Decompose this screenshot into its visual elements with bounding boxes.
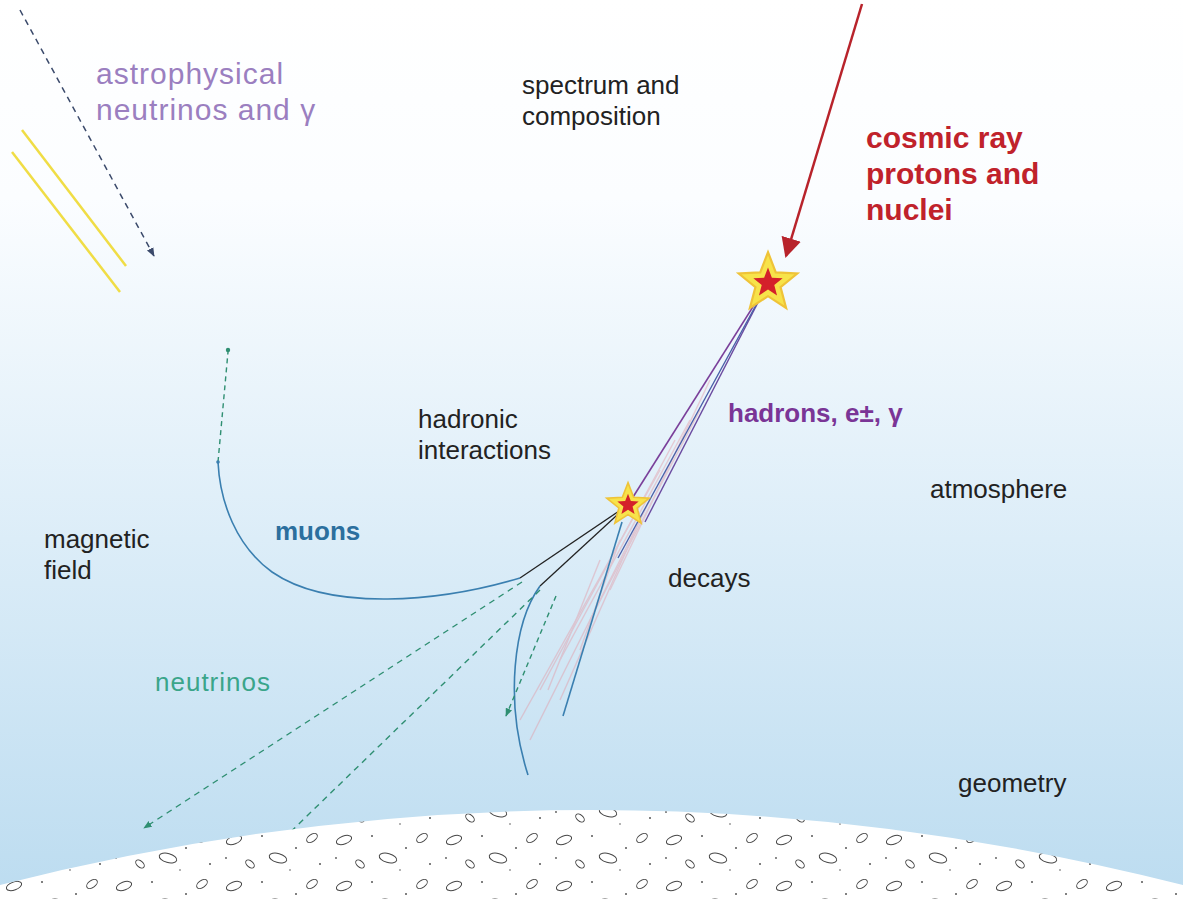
hadron-track <box>628 283 768 505</box>
particle-label: hadrons, e±, γ <box>728 398 988 429</box>
neutrino-line <box>506 596 556 716</box>
gamma-ray-line <box>12 152 120 292</box>
star-inner <box>753 268 782 296</box>
shower-streak <box>560 420 690 660</box>
neutrino-line <box>274 590 540 848</box>
earth-texture <box>0 810 1183 899</box>
shower-streak <box>548 560 600 690</box>
pion-track <box>520 505 628 578</box>
topic-label: decays <box>668 563 808 594</box>
star-inner <box>617 494 638 514</box>
particle-label: neutrinos <box>155 667 315 698</box>
region-label: atmosphere <box>930 474 1130 505</box>
topic-label: geometry <box>958 768 1138 799</box>
decay-point <box>216 460 220 464</box>
neutrino-line <box>218 352 228 462</box>
particle-label: muons <box>275 516 395 547</box>
primary-label: cosmic ray protons and nuclei <box>866 120 1081 228</box>
earth-surface <box>0 810 1183 899</box>
decay-point <box>226 348 230 352</box>
astro-neutrino-line <box>20 10 154 256</box>
star-outer <box>607 483 650 524</box>
shower-streaks <box>520 380 710 740</box>
muon-track <box>514 586 540 775</box>
star-outer <box>739 252 798 308</box>
shower-streak <box>560 520 640 700</box>
gamma-ray-line <box>22 130 126 266</box>
interaction-star <box>607 483 650 524</box>
topic-label: spectrum and composition <box>522 70 772 132</box>
topic-label: magnetic field <box>44 524 179 586</box>
astro-label: astrophysical neutrinos and γ <box>96 56 396 128</box>
shower-streak <box>610 380 710 590</box>
cosmic-ray-arrow <box>786 4 862 256</box>
topic-label: hadronic interactions <box>418 404 608 466</box>
shower-streak <box>520 470 660 720</box>
interaction-star <box>739 252 798 308</box>
muon-track <box>563 522 622 716</box>
muon-track <box>218 462 520 599</box>
